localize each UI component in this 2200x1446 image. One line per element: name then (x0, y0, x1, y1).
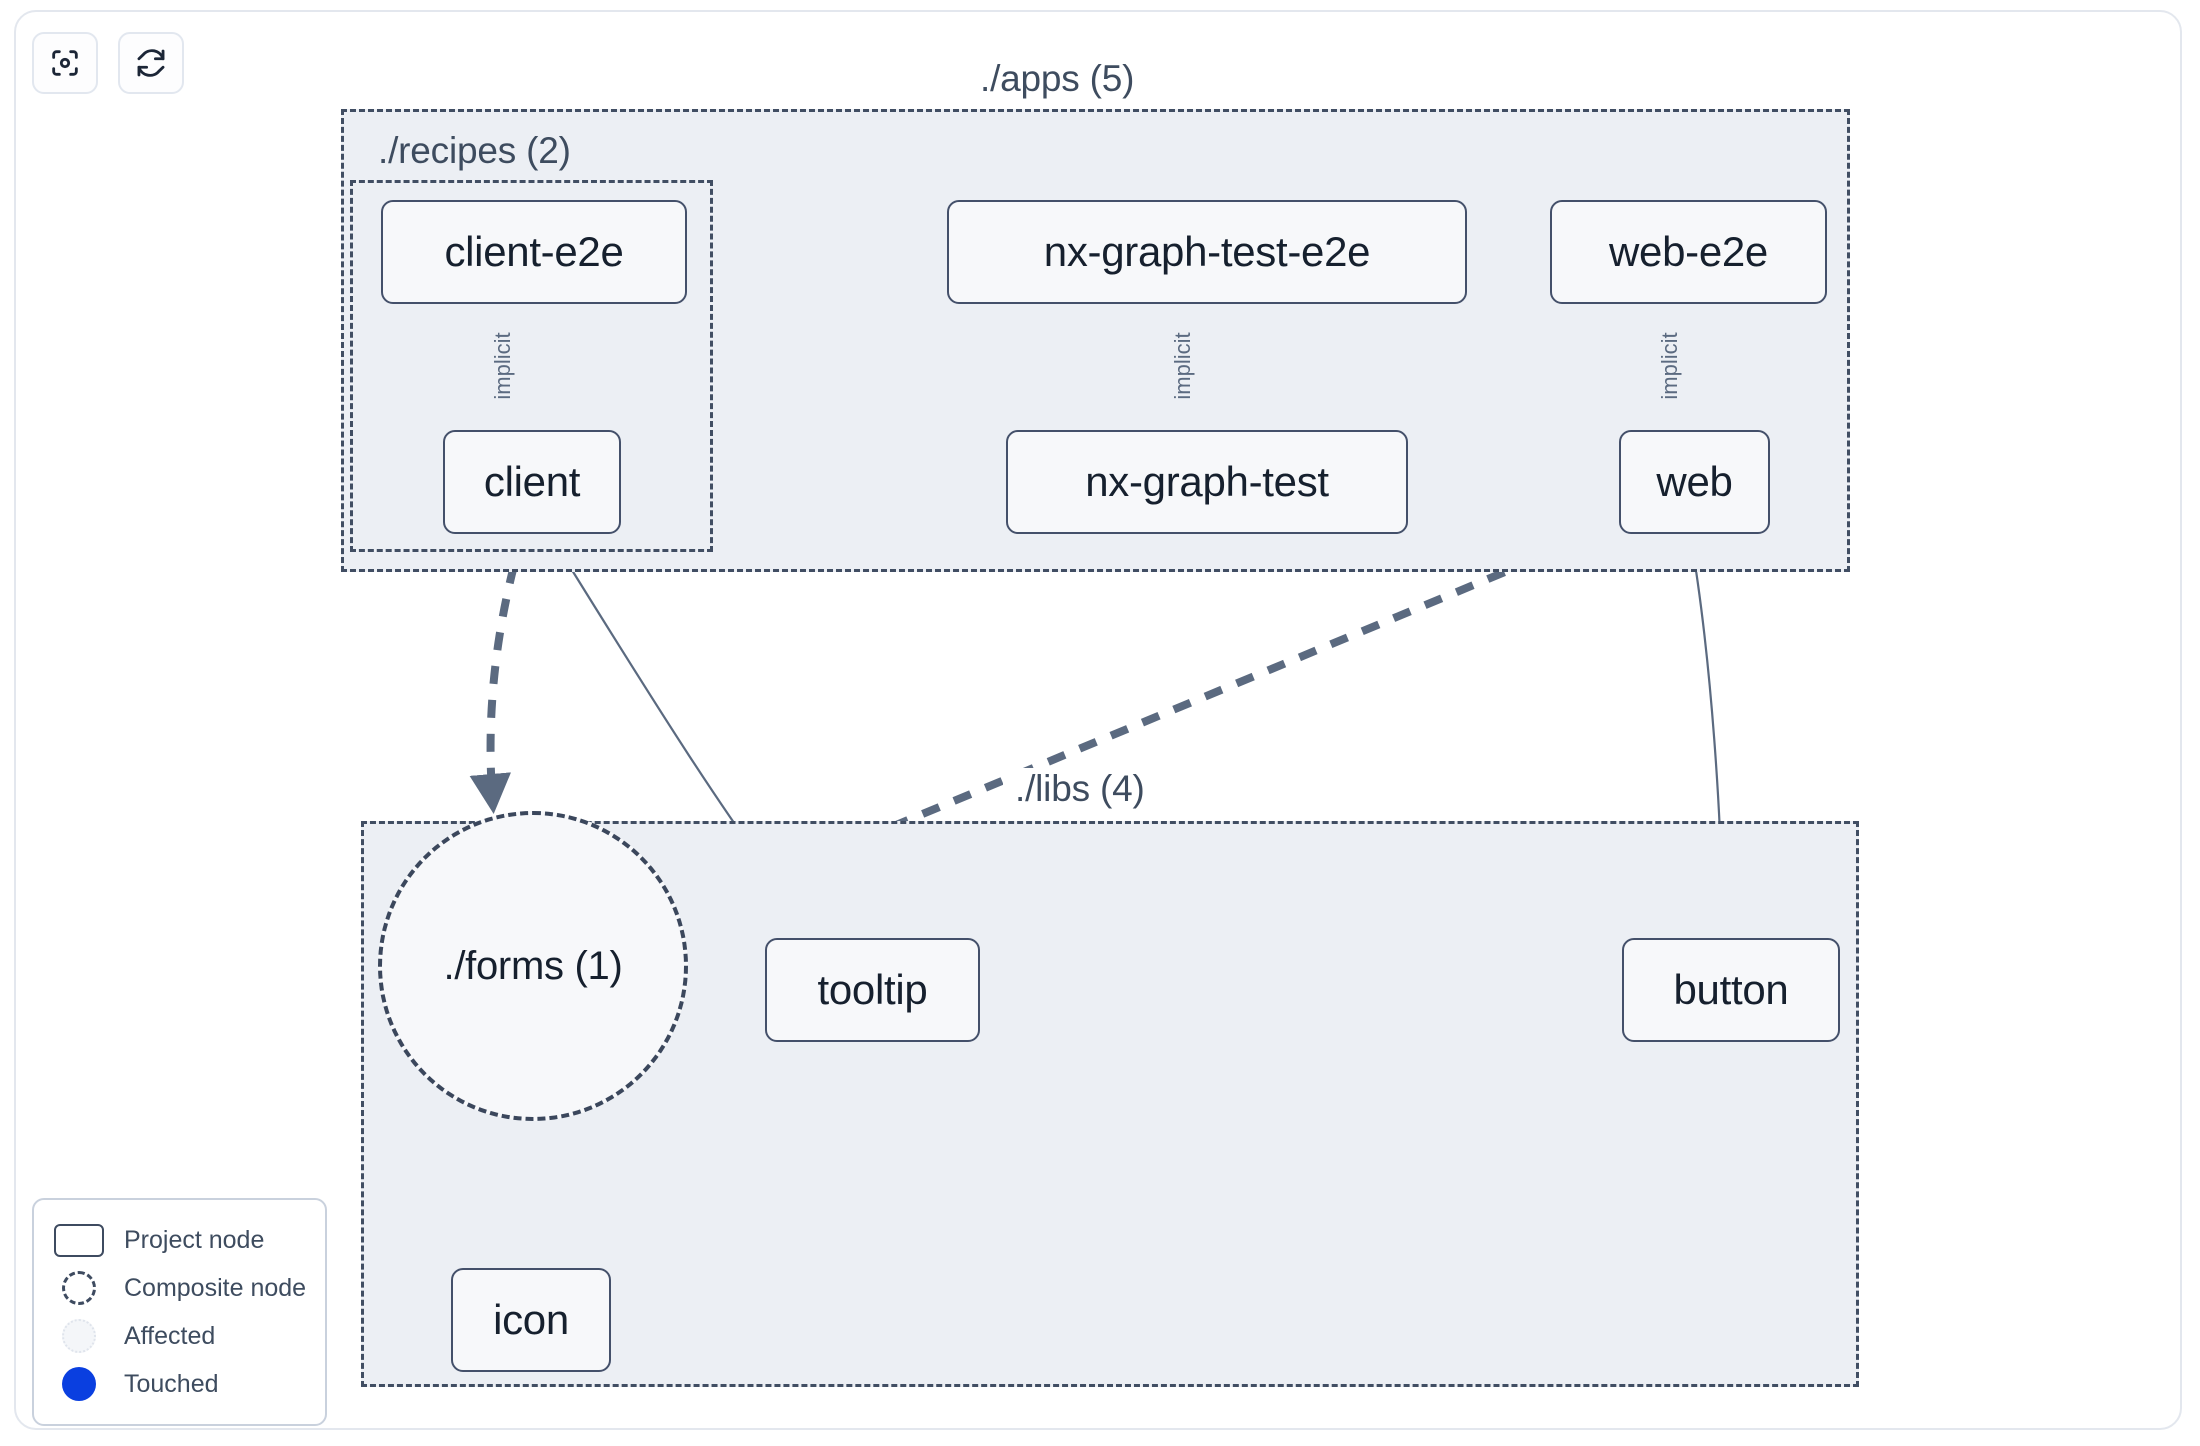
graph-legend: Project node Composite node Affected Tou… (32, 1198, 327, 1426)
node-tooltip[interactable]: tooltip (765, 938, 980, 1042)
refresh-graph-button[interactable] (118, 32, 184, 94)
graph-toolbar (32, 32, 184, 94)
node-button[interactable]: button (1622, 938, 1840, 1042)
node-client-e2e[interactable]: client-e2e (381, 200, 687, 304)
legend-item-composite-node: Composite node (52, 1264, 307, 1312)
legend-item-project-node: Project node (52, 1216, 307, 1264)
composite-node-swatch (52, 1271, 106, 1305)
legend-label-composite-node: Composite node (124, 1273, 307, 1302)
refresh-icon (134, 46, 168, 80)
legend-label-touched: Touched (124, 1369, 219, 1398)
node-client[interactable]: client (443, 430, 621, 534)
focus-graph-button[interactable] (32, 32, 98, 94)
node-nx-graph-test[interactable]: nx-graph-test (1006, 430, 1408, 534)
node-web-e2e[interactable]: web-e2e (1550, 200, 1827, 304)
legend-label-project-node: Project node (124, 1225, 265, 1254)
group-libs-label: ./libs (4) (1003, 768, 1157, 810)
project-node-swatch (52, 1223, 106, 1257)
edge-client-to-forms (469, 531, 527, 814)
group-recipes-label: ./recipes (2) (378, 130, 571, 171)
node-forms-composite[interactable]: ./forms (1) (378, 811, 688, 1121)
legend-item-affected: Affected (52, 1312, 307, 1360)
affected-swatch (52, 1319, 106, 1353)
group-apps-label: ./apps (5) (968, 58, 1147, 100)
node-web[interactable]: web (1619, 430, 1770, 534)
node-icon[interactable]: icon (451, 1268, 611, 1372)
legend-label-affected: Affected (124, 1321, 216, 1350)
touched-swatch (52, 1367, 106, 1401)
node-nx-graph-test-e2e[interactable]: nx-graph-test-e2e (947, 200, 1467, 304)
legend-item-touched: Touched (52, 1360, 307, 1408)
focus-target-icon (48, 46, 82, 80)
